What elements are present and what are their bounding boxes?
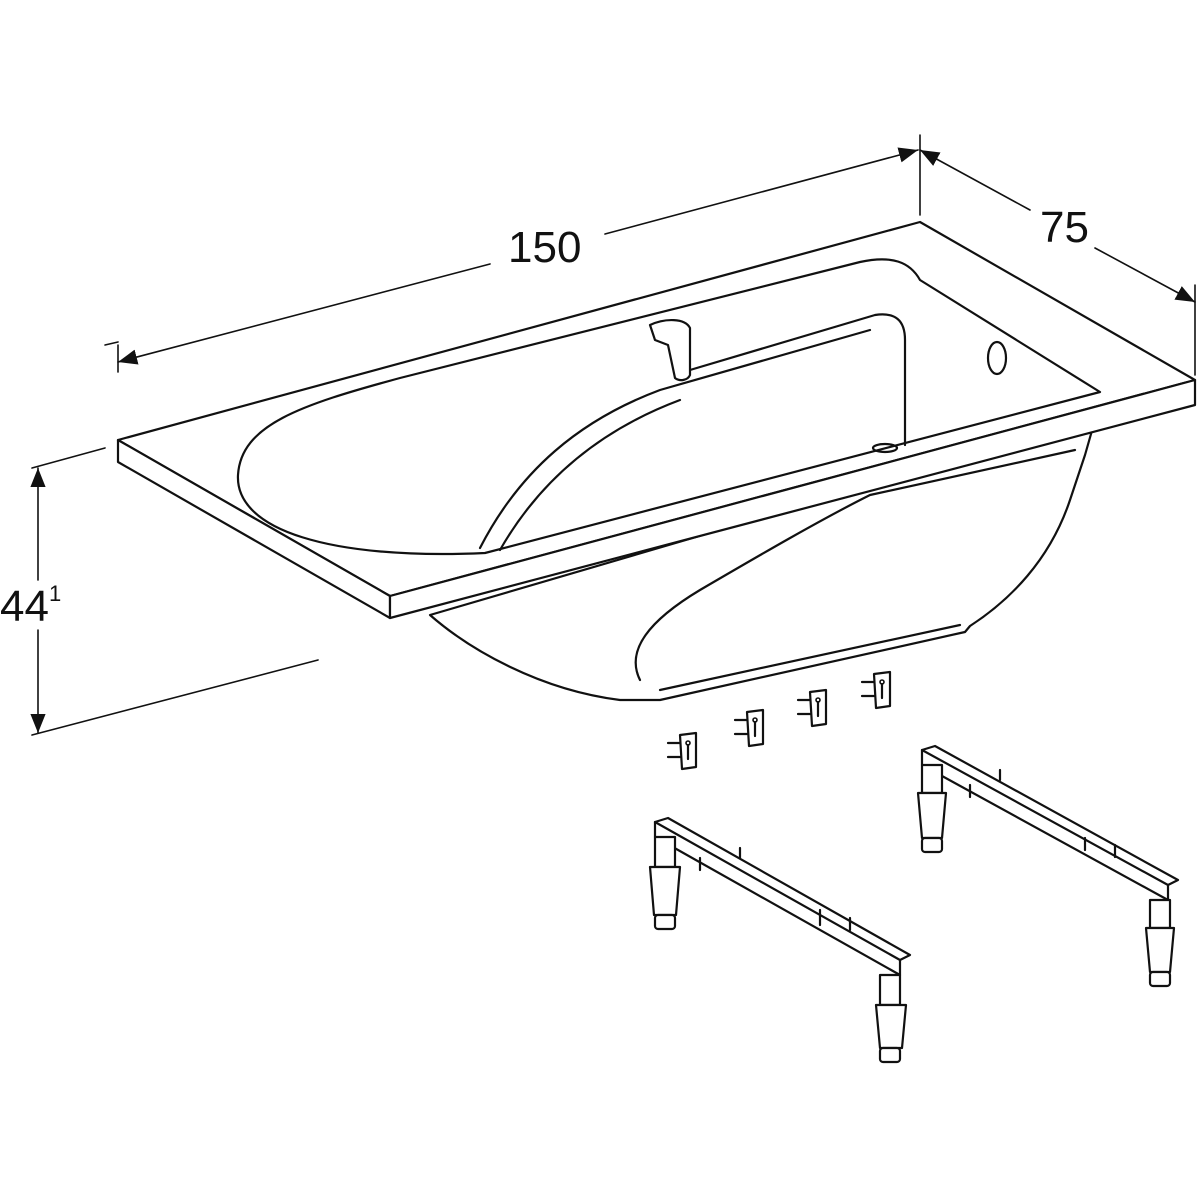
width-label: 75 (1040, 203, 1089, 252)
height-superscript: 1 (48, 581, 62, 606)
dimension-width (919, 134, 1196, 376)
dimension-height (30, 447, 319, 736)
leg-frame-left (648, 816, 912, 1064)
height-label: 441 (0, 582, 61, 631)
leg-frame-right (916, 744, 1180, 988)
clip (733, 708, 765, 748)
clip (860, 670, 892, 710)
length-label: 150 (508, 223, 582, 272)
dimension-length (104, 147, 919, 373)
mounting-clips (666, 670, 892, 771)
bathtub (116, 220, 1197, 702)
clip (796, 688, 828, 728)
clip (666, 731, 698, 771)
height-value: 44 (0, 582, 49, 631)
